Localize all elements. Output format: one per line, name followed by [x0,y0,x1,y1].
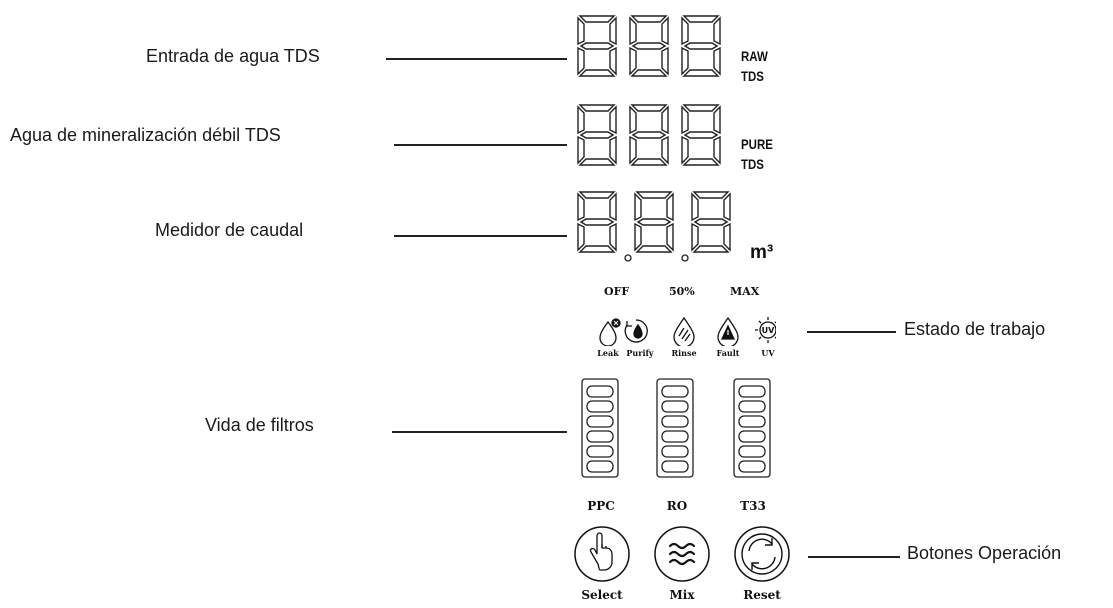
filter-label-ro: RO [666,499,688,513]
decimal-point-2 [681,254,689,262]
raw-tag-line1: RAW [741,48,768,64]
purify-icon [624,319,648,343]
filter-label-t33: T33 [740,499,766,513]
uv-icon: UV [755,317,776,343]
flow-digit-2 [634,191,674,253]
leak-icon [599,318,621,346]
decimal-point-1 [624,254,632,262]
leader-filter-life [392,431,567,433]
leader-flow-meter [394,235,567,237]
button-label-reset: Reset [743,588,781,602]
status-label-purify: Purify [626,348,654,358]
level-half: 50% [669,285,695,298]
leader-operation-buttons [808,556,900,558]
flow-digit-3 [691,191,731,253]
button-label-select: Select [581,588,623,602]
callout-work-status: Estado de trabajo [904,319,1046,339]
level-off: OFF [604,285,630,298]
leader-work-status [807,331,896,333]
status-icon-row: UV [599,316,776,346]
callout-operation-buttons: Botones Operación [907,543,1062,563]
filter-bar-ppc [581,378,619,478]
callout-filter-life: Vida de filtros [205,415,314,435]
leader-pure-tds [394,144,567,146]
filter-bar-t33 [733,378,771,478]
pure-tag-line1: PURE [741,136,773,152]
flow-unit: m³ [750,242,774,263]
status-label-uv: UV [761,348,775,358]
filter-life-bars [581,378,771,478]
status-label-leak: Leak [597,348,619,358]
finger-press-icon [589,532,613,571]
status-label-fault: Fault [716,348,740,358]
mix-button[interactable] [654,526,710,582]
raw-tag-line2: TDS [741,68,764,84]
callout-pure-tds: Agua de mineralización débil TDS [10,125,281,145]
pure-digit-3 [681,104,721,166]
pure-digit-2 [629,104,669,166]
status-label-rinse: Rinse [671,348,697,358]
svg-text:UV: UV [762,326,775,335]
callout-flow-meter: Medidor de caudal [155,220,304,240]
select-button[interactable] [574,526,630,582]
level-max: MAX [730,285,760,298]
rinse-icon [673,316,695,346]
raw-digit-1 [577,15,617,77]
button-label-mix: Mix [669,588,695,602]
raw-digit-3 [681,15,721,77]
fault-icon [717,316,739,346]
raw-digit-2 [629,15,669,77]
flow-digit-1 [577,191,617,253]
reset-button[interactable] [734,526,790,582]
pure-tag-line2: TDS [741,156,764,172]
callout-raw-tds: Entrada de agua TDS [146,46,320,66]
leader-raw-tds [386,58,567,60]
filter-bar-ro [656,378,694,478]
operation-buttons-row [574,526,790,582]
wave-icon [668,542,696,566]
reset-arrows-icon [741,533,783,575]
filter-label-ppc: PPC [587,499,615,513]
pure-digit-1 [577,104,617,166]
